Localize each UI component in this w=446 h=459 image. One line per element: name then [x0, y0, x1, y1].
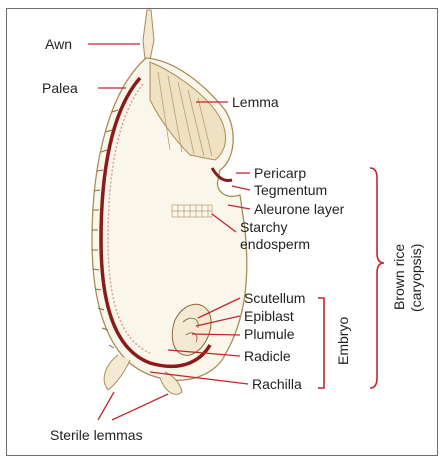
brown-rice-brace [370, 168, 384, 388]
label-aleurone-layer: Aleurone layer [254, 201, 345, 217]
awn-shape [143, 10, 154, 60]
label-palea: Palea [42, 80, 78, 96]
label-rachilla: Rachilla [252, 376, 302, 392]
label-brown-rice: Brown rice [391, 244, 407, 310]
label-lemma: Lemma [232, 94, 279, 110]
label-scutellum: Scutellum [244, 290, 305, 306]
label-starchy: Starchy [240, 219, 287, 235]
label-epiblast: Epiblast [244, 308, 294, 324]
label-caryopsis: (caryopsis) [408, 244, 424, 312]
label-awn: Awn [45, 36, 72, 52]
embryo-bracket [318, 298, 324, 388]
sterile-lemma-left [104, 355, 130, 390]
label-plumule: Plumule [244, 326, 295, 342]
label-sterile-lemmas: Sterile lemmas [50, 427, 143, 443]
label-tegmentum: Tegmentum [254, 182, 327, 198]
label-pericarp: Pericarp [254, 165, 306, 181]
label-endosperm: endosperm [240, 236, 310, 252]
label-embryo: Embryo [335, 317, 351, 365]
label-radicle: Radicle [244, 348, 291, 364]
rice-grain [92, 10, 247, 394]
